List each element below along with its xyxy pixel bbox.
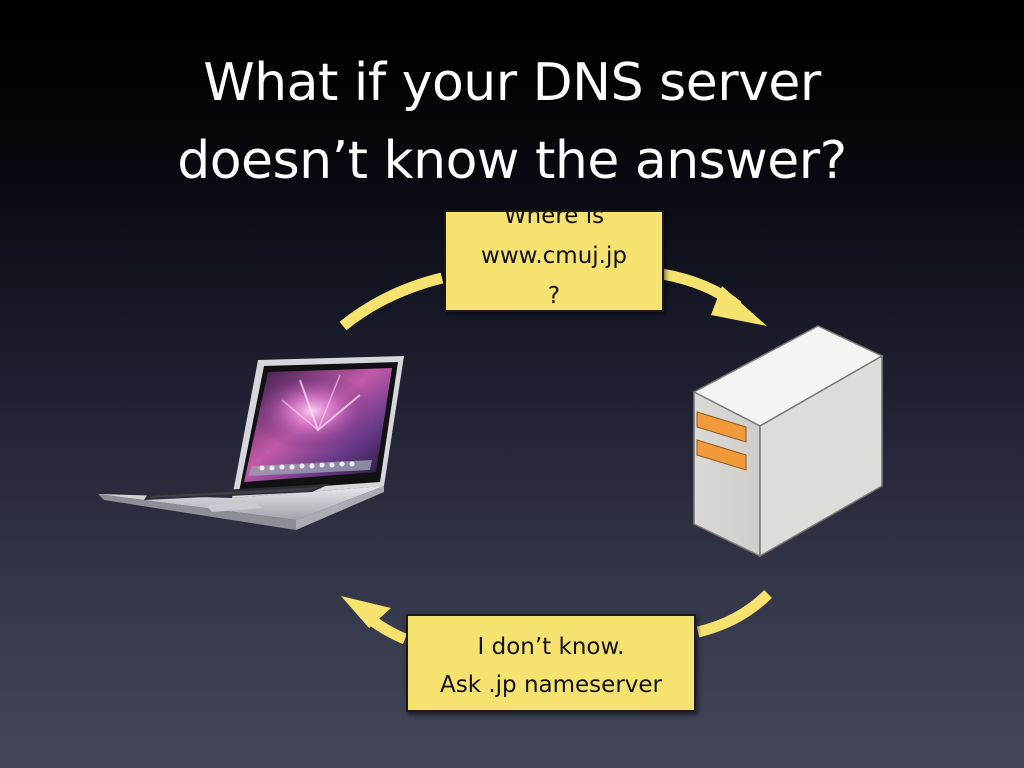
title-line-1: What if your DNS server: [203, 53, 821, 113]
arrowhead-to-laptop: [341, 596, 391, 628]
laptop-icon: [98, 356, 404, 530]
reply-line-1: I don’t know.: [477, 634, 625, 660]
reply-line-2: Ask .jp nameserver: [440, 672, 662, 698]
arc-reply-right: [696, 590, 772, 638]
query-line-3: ?: [547, 283, 561, 309]
title-line-2: doesn’t know the answer?: [177, 131, 847, 191]
reply-callout: I don’t know. Ask .jp nameserver: [406, 614, 696, 712]
server-icon: [692, 325, 884, 558]
slide-title: What if your DNS server doesn’t know the…: [0, 44, 1024, 200]
query-line-2: www.cmuj.jp: [481, 243, 627, 269]
query-line-1: Where is: [503, 210, 605, 229]
query-callout: Where is www.cmuj.jp ?: [444, 210, 664, 312]
arrowhead-to-server: [711, 286, 767, 326]
arc-query-left: [339, 272, 444, 331]
server-drive-1: [696, 411, 747, 443]
server-drive-2: [696, 439, 747, 471]
